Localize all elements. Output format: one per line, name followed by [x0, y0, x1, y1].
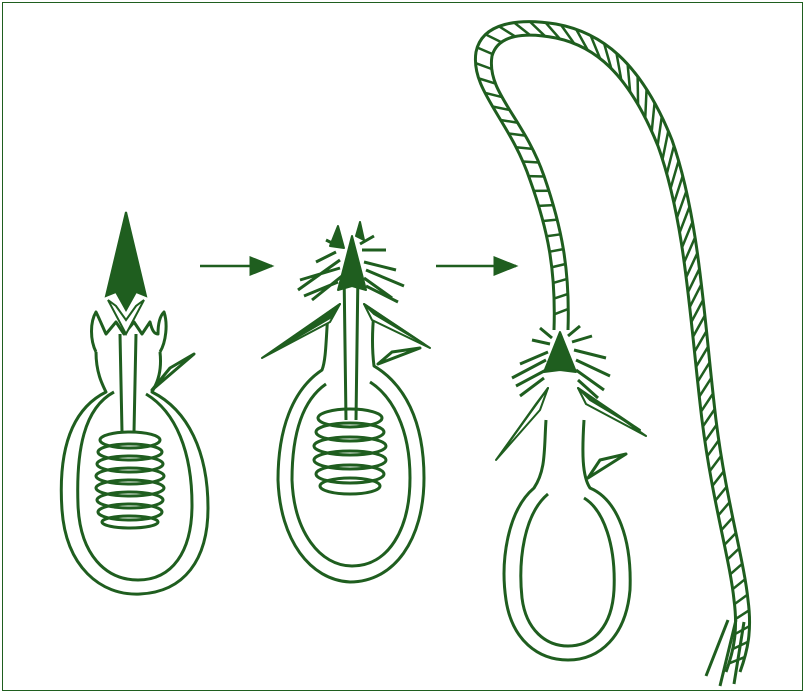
thread-hatch-mark: [699, 378, 711, 397]
thread-hatch-mark: [547, 234, 561, 236]
spines: [496, 326, 646, 460]
coiled-thread: [314, 409, 386, 494]
stage-undischarged: [61, 312, 208, 594]
thread-hatch-mark: [696, 347, 708, 367]
tube-neck: [120, 334, 136, 432]
thread-hatch-mark: [733, 579, 745, 589]
thread-hatch-mark: [698, 362, 710, 382]
thread-hatch-mark: [735, 595, 748, 604]
thread-hatch-mark: [550, 249, 564, 252]
coiled-thread: [96, 432, 164, 528]
thread-hatch-mark: [712, 471, 723, 486]
thread-hatch-mark: [724, 533, 736, 545]
thread-hatch-mark: [539, 205, 554, 206]
capsule-wall-inner: [521, 494, 614, 646]
thread-hatch-mark: [677, 191, 686, 218]
thread-hatch-mark: [718, 502, 729, 515]
thread-hatch-mark: [476, 63, 492, 69]
thread-hatch-mark: [552, 264, 566, 267]
side-barb: [588, 454, 626, 478]
thread-hatch-mark: [543, 220, 557, 221]
thread-hatch-mark: [523, 161, 539, 162]
thread-hatch-mark: [680, 206, 690, 232]
thread-hatch-mark: [715, 487, 726, 501]
thread-hatch-mark: [671, 161, 679, 189]
thread-tip: [706, 620, 744, 686]
thread-hatch-mark: [667, 146, 674, 174]
thread-hatch-mark: [682, 222, 692, 247]
stage-everting: [278, 270, 424, 582]
stylet: [106, 212, 146, 334]
side-barb: [378, 348, 420, 364]
thread-hatch-mark: [710, 456, 721, 471]
thread-hatch-mark: [499, 26, 515, 36]
thread-hatch-mark: [486, 34, 502, 42]
thread-hatch-mark: [663, 131, 669, 159]
thread-hatch-mark: [553, 279, 567, 283]
thread-hatch-mark: [721, 518, 732, 531]
thread-hatch-mark: [727, 548, 739, 559]
thread-hatch-mark: [707, 440, 719, 456]
thread-hatch-mark: [674, 176, 683, 203]
thread-hatch-mark: [516, 147, 532, 149]
thread-hatch-mark: [645, 89, 646, 118]
thread-hatch-mark: [554, 294, 568, 299]
thread-hatch-mark: [652, 103, 655, 132]
everting-tube: [344, 270, 358, 420]
thread-hatch-mark: [730, 564, 742, 575]
thread-hatch-mark: [703, 409, 715, 426]
thread-hatch-mark: [701, 394, 713, 412]
thread-hatch-mark: [658, 117, 662, 145]
thread-hatch-mark: [514, 23, 530, 35]
thread-hatch-mark: [477, 48, 492, 55]
thread-hatch-mark: [736, 610, 750, 619]
thread-hatch-mark: [693, 315, 705, 337]
thread-hatch-mark: [705, 425, 717, 442]
thread-hatch-mark: [695, 331, 707, 352]
thread-hatch-mark: [554, 309, 568, 314]
